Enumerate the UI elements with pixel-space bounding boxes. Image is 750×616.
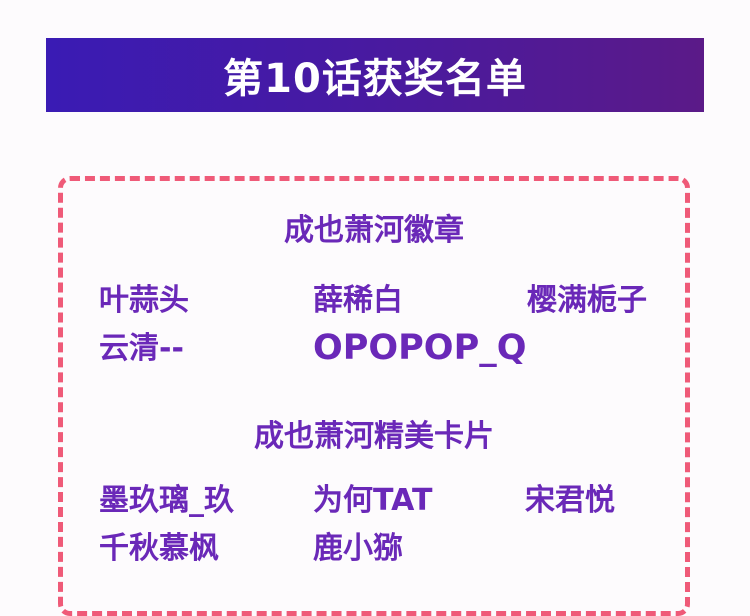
winner-name: 薛稀白 bbox=[313, 283, 403, 318]
winner-name: 为何TAT bbox=[313, 483, 433, 518]
section-title-cards: 成也萧河精美卡片 bbox=[254, 419, 494, 454]
winner-name: 叶蒜头 bbox=[99, 283, 189, 318]
winner-name: 墨玖璃_玖 bbox=[99, 483, 234, 518]
section-title-badge: 成也萧河徽章 bbox=[284, 213, 464, 248]
page-title: 第10话获奖名单 bbox=[223, 56, 527, 102]
prize-list-box: 成也萧河徽章 叶蒜头 薛稀白 樱满栀子 云清-- OPOPOP_Q 成也萧河精美… bbox=[58, 176, 690, 616]
winner-name: 千秋慕枫 bbox=[99, 531, 219, 566]
winner-name: 鹿小猕 bbox=[313, 531, 403, 566]
winner-name: 樱满栀子 bbox=[527, 283, 647, 318]
winner-name: 云清-- bbox=[99, 331, 184, 366]
title-banner: 第10话获奖名单 bbox=[46, 38, 704, 112]
winner-name: OPOPOP_Q bbox=[313, 328, 527, 368]
winner-name: 宋君悦 bbox=[525, 483, 615, 518]
